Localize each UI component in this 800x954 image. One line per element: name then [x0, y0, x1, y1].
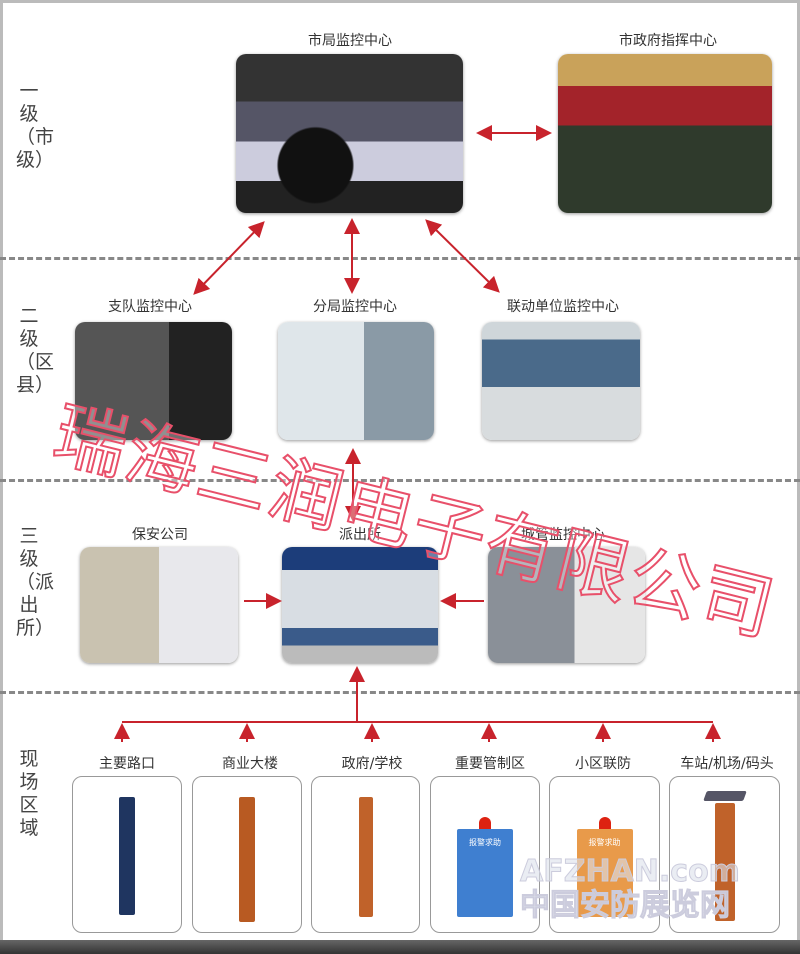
site-label: 重要管制区 — [455, 756, 525, 772]
site-label: 商业大楼 — [222, 756, 278, 772]
device-card — [311, 776, 420, 933]
bottom-band — [0, 940, 800, 954]
detachment-monitoring-photo — [75, 322, 232, 440]
orange-alarm-pillar-icon — [358, 797, 373, 917]
site-label: 车站/机场/码头 — [680, 756, 774, 772]
linkage-unit-monitoring-photo — [482, 322, 640, 440]
tier-divider — [0, 479, 800, 482]
blue-alarm-pillar-icon — [119, 797, 135, 915]
site-label: 政府/学校 — [341, 756, 403, 772]
node-label-detachment: 支队监控中心 — [108, 299, 192, 315]
device-card: 报警求助 — [549, 776, 660, 933]
solar-alarm-pillar-icon — [714, 803, 735, 921]
node-label-branch-bureau: 分局监控中心 — [313, 299, 397, 315]
site-label: 主要路口 — [99, 756, 155, 772]
arrow-bureau-linkage — [425, 219, 500, 293]
device-card: 报警求助 — [430, 776, 540, 933]
arrow-bureau-detachment — [193, 221, 265, 295]
site-watermark-url: AFZHAN.com — [520, 854, 741, 889]
alarm-box-label: 报警求助 — [588, 838, 621, 847]
alarm-box-label: 报警求助 — [469, 838, 501, 847]
site-label: 小区联防 — [575, 756, 631, 772]
node-label-city-government: 市政府指挥中心 — [619, 33, 717, 49]
red-beacon-icon — [479, 817, 491, 829]
node-label-security-company: 保安公司 — [132, 527, 188, 543]
tier-divider — [0, 257, 800, 260]
city-government-command-photo — [558, 54, 772, 213]
node-label-police-station: 派出所 — [339, 527, 381, 543]
branch-bureau-monitoring-photo — [278, 322, 434, 440]
security-company-photo — [80, 547, 238, 663]
blue-alarm-box: 报警求助 — [457, 829, 513, 917]
device-card — [669, 776, 780, 933]
tier-divider — [0, 691, 800, 694]
red-beacon-icon — [598, 817, 611, 829]
city-bureau-monitoring-photo — [236, 54, 463, 213]
tier-label-field: 现场区域 — [19, 748, 39, 839]
urban-management-monitoring-photo — [488, 547, 645, 663]
orange-alarm-box: 报警求助 — [576, 829, 633, 917]
device-card — [192, 776, 302, 933]
police-station-photo — [282, 547, 438, 663]
node-label-linkage-unit: 联动单位监控中心 — [507, 299, 619, 315]
device-card — [72, 776, 182, 933]
node-label-city-bureau: 市局监控中心 — [308, 33, 392, 49]
node-label-urban-management: 城管监控中心 — [521, 527, 605, 543]
orange-camera-pillar-icon — [239, 797, 255, 922]
site-watermark-name: 中国安防展览网 — [520, 888, 731, 923]
